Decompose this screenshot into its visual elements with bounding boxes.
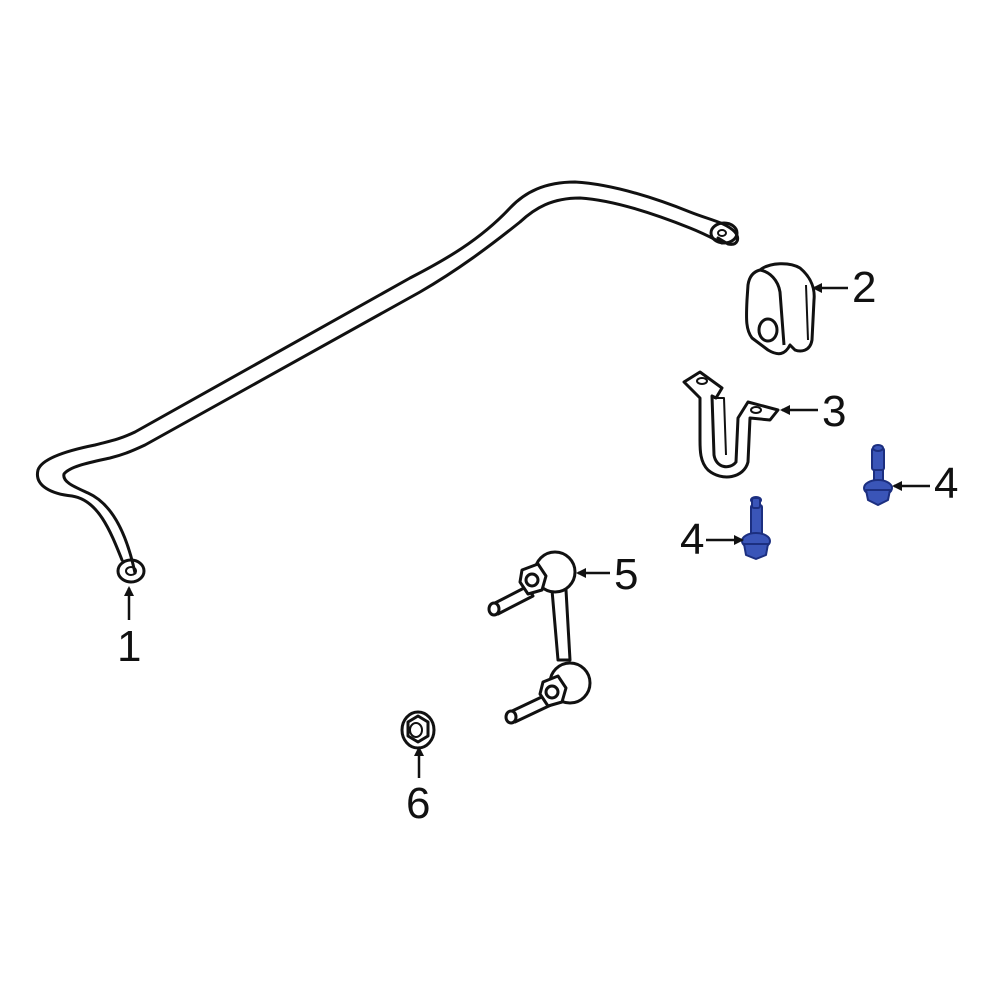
bolt-right[interactable] — [863, 444, 893, 506]
callout-number-4-right: 4 — [934, 459, 959, 508]
callout-number-5: 5 — [614, 550, 639, 599]
callout-number-6: 6 — [406, 779, 431, 828]
callout-number-3: 3 — [822, 387, 847, 436]
callout-number-4-left: 4 — [680, 515, 705, 564]
callout-number-2: 2 — [852, 263, 877, 312]
bolt-left[interactable] — [741, 496, 771, 560]
stabilizer-link[interactable] — [487, 550, 592, 725]
bushing[interactable] — [745, 262, 816, 356]
callout-number-1: 1 — [117, 622, 142, 671]
bracket[interactable] — [682, 370, 780, 479]
callout-arrows — [124, 283, 930, 778]
stabilizer-bar[interactable] — [35, 180, 740, 584]
nut[interactable] — [400, 710, 436, 750]
